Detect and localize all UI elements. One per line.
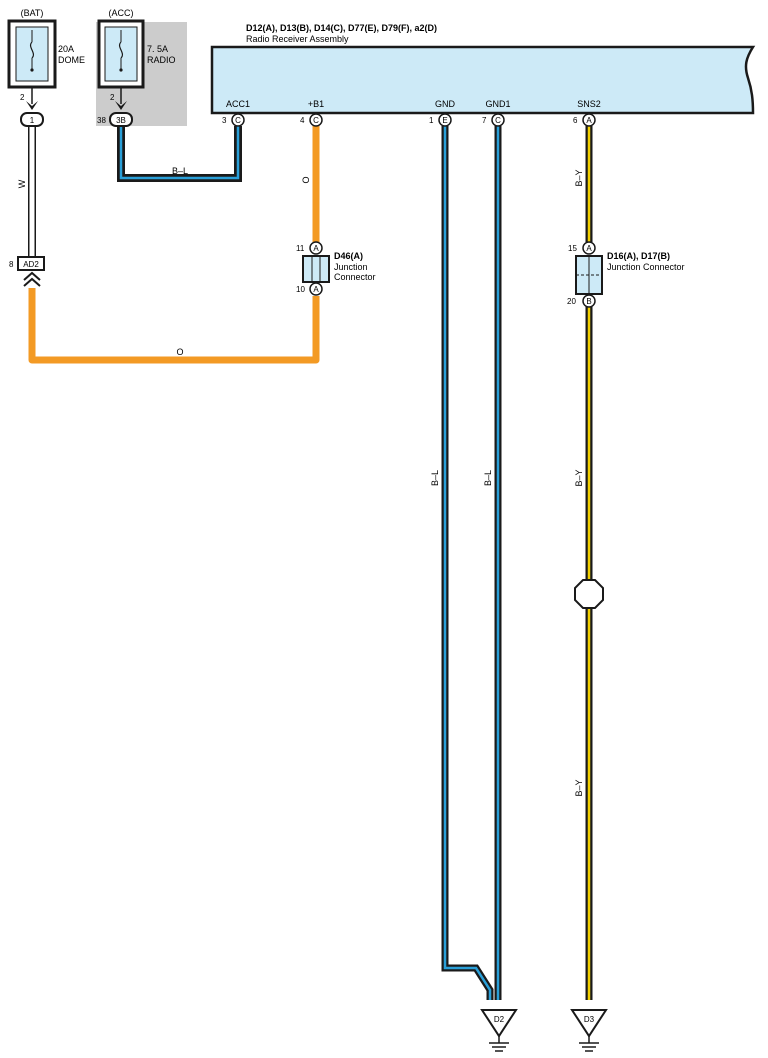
junction-connector-d16: 15 A 20 B D16(A), D17(B) Junction Connec… bbox=[567, 241, 685, 308]
d16-bot-pin: 20 bbox=[567, 297, 576, 306]
wire-b-l-acc bbox=[117, 126, 242, 182]
terminal-sns2-conn: A bbox=[586, 116, 592, 125]
terminal-b1-pin: 4 bbox=[300, 116, 305, 125]
d46-top-conn: A bbox=[313, 244, 319, 253]
d46-line1: Junction bbox=[334, 262, 368, 272]
d46-bot-pin: 10 bbox=[296, 285, 305, 294]
wire-label-b-l-gnd1: B–L bbox=[483, 470, 493, 486]
ground-symbol-icon bbox=[579, 1042, 599, 1052]
wire-b-l-gnd bbox=[441, 126, 494, 1000]
fuse-element-icon bbox=[118, 30, 124, 72]
terminal-b1-label: +B1 bbox=[308, 99, 324, 109]
wire-o-b1 bbox=[28, 126, 320, 364]
d46-top-pin: 11 bbox=[296, 244, 305, 253]
terminal-sns2: SNS2 6 A bbox=[573, 99, 601, 127]
terminal-sns2-pin: 6 bbox=[573, 116, 578, 125]
terminal-acc1-pin: 3 bbox=[222, 116, 227, 125]
terminal-gnd: GND 1 E bbox=[429, 99, 456, 127]
terminal-gnd-pin: 1 bbox=[429, 116, 434, 125]
fuse-radio-source: (ACC) bbox=[109, 8, 134, 18]
connector-ad2-label: AD2 bbox=[23, 260, 39, 269]
fuse-dome-connector bbox=[20, 112, 44, 127]
connector-arrow-icon bbox=[26, 101, 38, 110]
ground-d2-label: D2 bbox=[494, 1015, 505, 1024]
terminal-gnd1-pin: 7 bbox=[482, 116, 487, 125]
d16-top-pin: 15 bbox=[568, 244, 577, 253]
terminal-gnd-label: GND bbox=[435, 99, 456, 109]
d46-bot-conn: A bbox=[313, 285, 319, 294]
wire-label-b-y-mid: B–Y bbox=[574, 469, 584, 486]
wire-label-w: W bbox=[17, 179, 27, 188]
fuse-radio-connector-label: 3B bbox=[116, 116, 126, 125]
terminal-sns2-label: SNS2 bbox=[577, 99, 601, 109]
terminal-b1-conn: C bbox=[313, 116, 319, 125]
ground-d2: D2 bbox=[480, 1009, 518, 1052]
d46-line2: Connector bbox=[334, 272, 376, 282]
wire-labels: W B–L O O B–L B–L B–Y B–Y B–Y bbox=[17, 166, 584, 797]
fuse-radio-connector-pin: 38 bbox=[97, 116, 106, 125]
fuse-radio-connector bbox=[109, 112, 133, 127]
fuse-element-icon bbox=[29, 30, 35, 72]
receiver-body bbox=[210, 45, 756, 115]
d16-bot-conn: B bbox=[586, 297, 591, 306]
ground-symbol-icon bbox=[489, 1042, 509, 1052]
terminal-acc1-conn: C bbox=[235, 116, 241, 125]
wire-label-b-y-low: B–Y bbox=[574, 779, 584, 796]
connector-arrow-icon bbox=[115, 101, 127, 110]
d16-line1: Junction Connector bbox=[607, 262, 685, 272]
fuse-dome-connector-label: 1 bbox=[30, 116, 35, 125]
receiver-name: Radio Receiver Assembly bbox=[246, 34, 349, 44]
fuse-dome-name: DOME bbox=[58, 55, 85, 65]
fuse-dome-pin: 2 bbox=[20, 93, 25, 102]
d16-top-conn: A bbox=[586, 244, 592, 253]
terminal-b1: +B1 4 C bbox=[300, 99, 324, 127]
terminal-acc1-label: ACC1 bbox=[226, 99, 250, 109]
junction-connector-d46: 11 A 10 A D46(A) Junction Connector bbox=[296, 241, 376, 296]
radio-receiver-assembly: D12(A), D13(B), D14(C), D77(E), D79(F), … bbox=[210, 23, 756, 127]
fuse-radio-pin: 2 bbox=[110, 93, 115, 102]
ground-triangle-icon bbox=[480, 1009, 518, 1038]
fuse-dome: (BAT) 20A DOME 2 1 bbox=[7, 8, 85, 127]
terminal-gnd1: GND1 7 C bbox=[482, 99, 511, 127]
fuse-radio-rating: 7. 5A bbox=[147, 44, 168, 54]
wire-label-o-horiz: O bbox=[176, 347, 183, 357]
fuse-radio: (ACC) 7. 5A RADIO 2 38 3B bbox=[96, 8, 187, 127]
d16-title: D16(A), D17(B) bbox=[607, 251, 670, 261]
ground-d3: D3 bbox=[570, 1009, 608, 1052]
terminal-acc1: ACC1 3 C bbox=[222, 99, 250, 127]
fuse-dome-rating: 20A bbox=[58, 44, 74, 54]
ground-d3-label: D3 bbox=[584, 1015, 595, 1024]
wire-label-b-y-top: B–Y bbox=[574, 169, 584, 186]
fuse-dome-source: (BAT) bbox=[21, 8, 44, 18]
connector-ad2: 8 AD2 bbox=[9, 256, 45, 287]
wire-label-b-l-acc: B–L bbox=[172, 166, 188, 176]
double-chevron-icon bbox=[23, 271, 41, 287]
wire-label-o-vert: O bbox=[301, 176, 311, 183]
terminal-gnd1-conn: C bbox=[495, 116, 501, 125]
fuse-radio-name: RADIO bbox=[147, 55, 176, 65]
ground-triangle-icon bbox=[570, 1009, 608, 1038]
d46-title: D46(A) bbox=[334, 251, 363, 261]
splice-point-icon bbox=[574, 579, 604, 609]
receiver-codes: D12(A), D13(B), D14(C), D77(E), D79(F), … bbox=[246, 23, 437, 33]
terminal-gnd-conn: E bbox=[442, 116, 447, 125]
terminal-gnd1-label: GND1 bbox=[485, 99, 510, 109]
wire-label-b-l-gnd: B–L bbox=[430, 470, 440, 486]
connector-ad2-pin: 8 bbox=[9, 260, 14, 269]
